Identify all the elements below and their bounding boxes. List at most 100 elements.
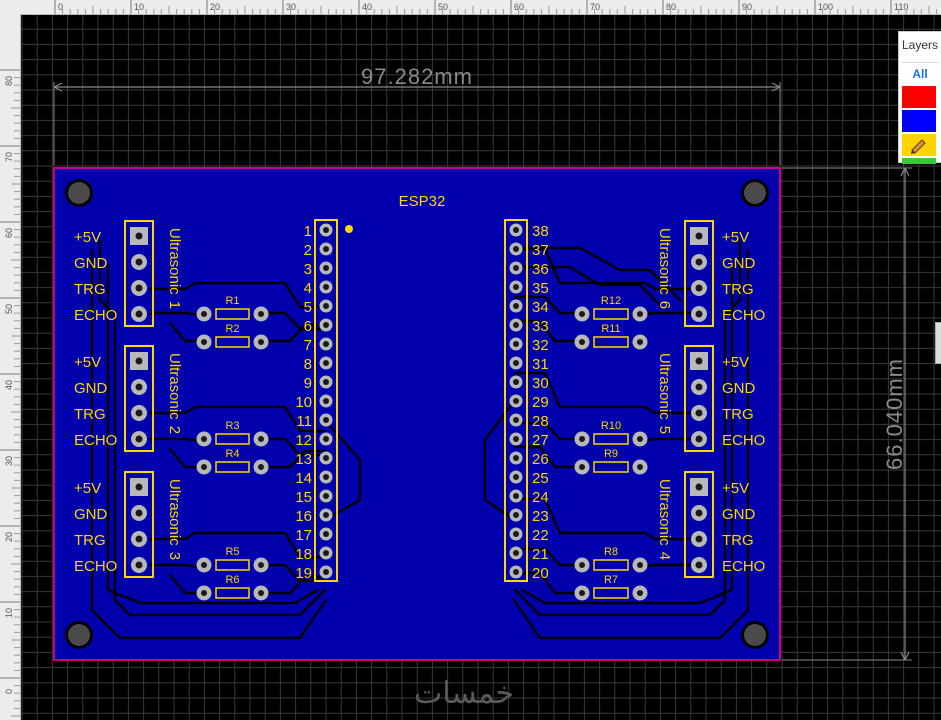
- esp32-left-header-pad-hole: [323, 398, 329, 404]
- resistor-pad-hole: [201, 590, 207, 596]
- resistor-pad-hole: [201, 339, 207, 345]
- copper-trace: [168, 573, 202, 595]
- pin1-marker: [345, 225, 353, 233]
- copper-trace: [483, 398, 517, 522]
- esp32-left-header-pin-label: 2: [304, 242, 312, 259]
- resistor-pad-hole: [637, 436, 643, 442]
- esp32-right-header-pin-label: 38: [532, 223, 549, 240]
- resistor-body: [215, 336, 250, 348]
- layer-swatch-bottom[interactable]: [902, 110, 936, 132]
- sensor-number: 3: [166, 552, 183, 560]
- sensor-pad-hole: [695, 435, 703, 443]
- layers-all-button[interactable]: All: [901, 62, 939, 85]
- layer-swatch-silk[interactable]: [902, 134, 936, 156]
- sensor-name: Ultrasonic: [656, 228, 673, 295]
- resistor-body: [593, 308, 629, 320]
- ruler-label: 10: [4, 608, 14, 618]
- esp32-left-header-pin-label: 3: [304, 261, 312, 278]
- esp32-left-header-pad-hole: [323, 360, 329, 366]
- copper-trace: [513, 497, 692, 541]
- sensor-pin-label: ECHO: [74, 432, 117, 449]
- esp32-right-header-pad-hole: [513, 265, 519, 271]
- height-dimension-arrows: [900, 167, 910, 661]
- esp32-left-header-pin-label: 9: [304, 375, 312, 392]
- pcb-board[interactable]: ESP3212345678910111213141516171819383736…: [53, 167, 781, 661]
- resistor-pad-hole: [201, 562, 207, 568]
- esp32-right-header-pad-hole: [513, 322, 519, 328]
- esp32-right-header-pin-label: 27: [532, 432, 549, 449]
- sensor-name: Ultrasonic: [166, 228, 183, 295]
- ruler-label: 30: [4, 456, 14, 466]
- esp32-left-header-pin-label: 15: [295, 489, 312, 506]
- mounting-hole-inner: [68, 182, 90, 204]
- esp32-left-header-pad-hole: [323, 246, 329, 252]
- esp32-left-header-pin-label: 10: [295, 394, 312, 411]
- resistor-label: R6: [225, 574, 239, 586]
- esp32-left-header-pin-label: 5: [304, 299, 312, 316]
- sensor-header-outline: [684, 471, 714, 578]
- esp32-right-header-pin-label: 30: [532, 375, 549, 392]
- sensor-pin-label: ECHO: [722, 558, 765, 575]
- resistor-label: R8: [604, 546, 618, 558]
- sensor-pad-hole: [135, 310, 143, 318]
- sensor-pad-hole: [695, 284, 703, 292]
- esp32-left-header-pin-label: 7: [304, 337, 312, 354]
- resistor-label: R9: [604, 448, 618, 460]
- panel-collapse-handle[interactable]: [935, 322, 941, 364]
- sensor-name: Ultrasonic: [166, 479, 183, 546]
- sensor-pin-label: ECHO: [722, 307, 765, 324]
- ruler-label: 110: [894, 2, 908, 12]
- sensor-label: Ultrasonic4: [656, 479, 673, 560]
- sensor-pin-label: +5V: [74, 229, 101, 246]
- esp32-right-header-pad-hole: [513, 531, 519, 537]
- esp32-right-header-pin-label: 28: [532, 413, 549, 430]
- width-dimension-arrows: [53, 82, 781, 92]
- resistor-body: [215, 433, 250, 445]
- esp32-left-header-pin-label: 19: [295, 565, 312, 582]
- esp32-right-header-pin-label: 31: [532, 356, 549, 373]
- sensor-pad-hole: [135, 561, 143, 569]
- esp32-left-header-outline: [314, 219, 338, 582]
- resistor-label: R3: [225, 420, 239, 432]
- sensor-name: Ultrasonic: [656, 353, 673, 420]
- sensor-pin-label: TRG: [722, 281, 754, 298]
- resistor-body: [215, 461, 250, 473]
- resistor-pad-hole: [579, 436, 585, 442]
- resistor-body: [593, 587, 629, 599]
- copper-trace: [148, 281, 327, 309]
- layer-swatch-green[interactable]: [902, 158, 936, 164]
- height-dimension-label: 66.040mm: [882, 358, 907, 470]
- esp32-right-header-pad-hole: [513, 246, 519, 252]
- sensor-pad-hole: [135, 535, 143, 543]
- layer-swatch-top[interactable]: [902, 86, 936, 108]
- resistor-body: [593, 433, 629, 445]
- resistor-label: R11: [601, 323, 620, 335]
- sensor-pin-label: TRG: [722, 532, 754, 549]
- resistor-pad-hole: [637, 590, 643, 596]
- sensor-pin-label: +5V: [722, 480, 749, 497]
- esp32-left-header-pad-hole: [323, 303, 329, 309]
- resistor-pad-hole: [258, 562, 264, 568]
- esp32-left-header-pin-label: 8: [304, 356, 312, 373]
- resistor-body: [593, 461, 629, 473]
- ruler-label: 50: [438, 2, 448, 12]
- sensor-pad-hole: [135, 409, 143, 417]
- sensor-label: Ultrasonic5: [656, 353, 673, 434]
- esp32-right-header-outline: [504, 219, 528, 582]
- esp32-right-header-pin-label: 35: [532, 280, 549, 297]
- sensor-pad-hole: [135, 483, 143, 491]
- watermark-text: خمسات: [414, 676, 515, 711]
- sensor-pad-hole: [135, 435, 143, 443]
- pencil-icon: [911, 139, 926, 154]
- copper-trace: [513, 295, 580, 315]
- sensor-pad-hole: [135, 284, 143, 292]
- copper-trace: [513, 547, 580, 567]
- sensor-pad-hole: [695, 258, 703, 266]
- copper-trace: [148, 405, 327, 433]
- ruler-label: 30: [286, 2, 296, 12]
